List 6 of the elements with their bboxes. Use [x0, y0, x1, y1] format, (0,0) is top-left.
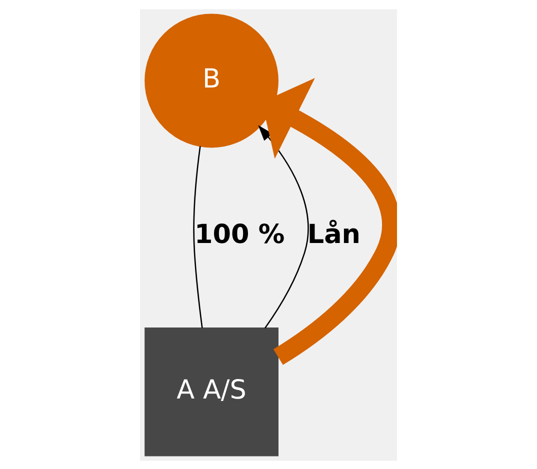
node-circle: B — [144, 13, 278, 148]
node-box: A A/S — [144, 327, 278, 456]
edge-label: Lån — [307, 219, 361, 250]
connector — [193, 146, 203, 328]
arrow — [258, 124, 309, 328]
edge-label: 100 % — [194, 219, 285, 250]
